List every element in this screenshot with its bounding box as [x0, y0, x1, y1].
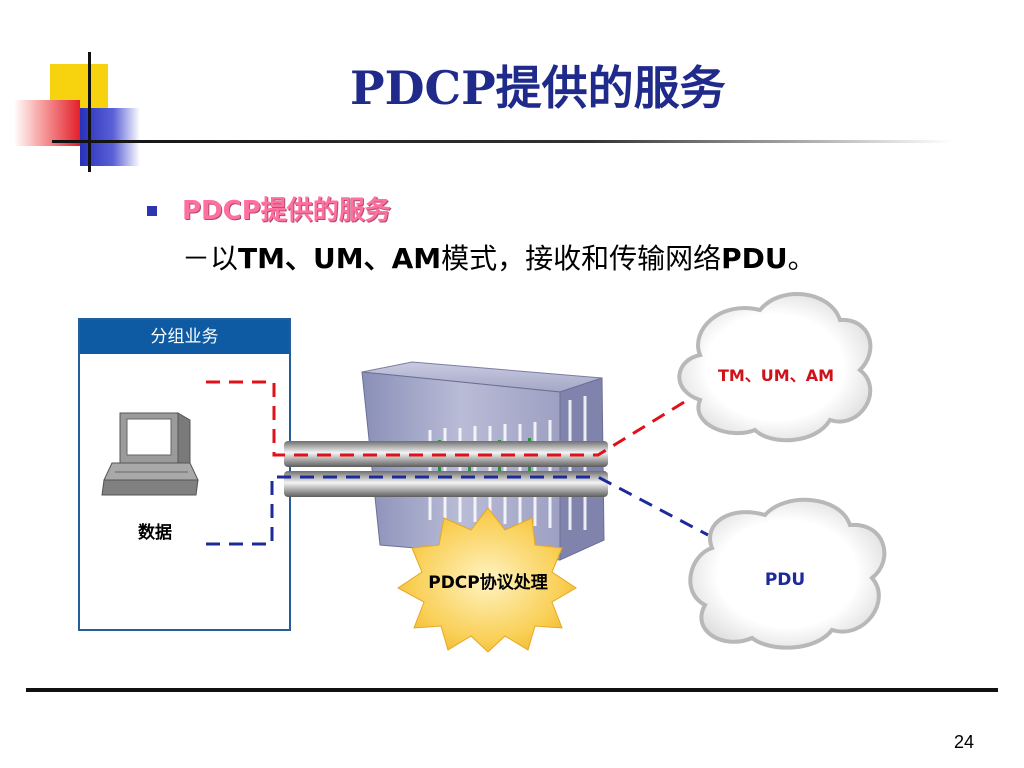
computer-icon — [101, 412, 199, 496]
title-underline — [52, 140, 952, 143]
subline-end: 。 — [787, 242, 816, 275]
decor-vertical-line — [88, 52, 91, 172]
bullet-square-icon — [147, 206, 157, 216]
subline-prefix: －以 — [182, 242, 239, 275]
subline-pdu: PDU — [721, 242, 788, 275]
pdcp-burst-shape — [397, 507, 577, 653]
subline-middle: 模式，接收和传输网络 — [441, 242, 722, 275]
decor-red-square — [14, 100, 80, 146]
footer-divider — [26, 688, 998, 692]
cloud-top-label: TM、UM、AM — [717, 366, 835, 385]
subline-modes: TM、UM、AM — [238, 242, 442, 275]
panel-header: 分组业务 — [80, 320, 289, 354]
cloud-bottom-label: PDU — [764, 570, 806, 590]
network-equipment-rack — [361, 361, 605, 561]
slide-title: PDCP提供的服务 — [350, 61, 726, 115]
red-dashed-path — [206, 380, 713, 457]
bullet-subline: －以TM、UM、AM模式，接收和传输网络PDU。 — [182, 237, 816, 277]
cloud-bottom-icon — [688, 497, 887, 650]
data-label: 数据 — [138, 523, 172, 543]
lower-pipe — [284, 471, 608, 497]
cloud-top-icon — [677, 292, 873, 443]
page-number: 24 — [953, 732, 974, 752]
bullet-heading: PDCP提供的服务 — [182, 196, 391, 226]
pdcp-processing-label: PDCP协议处理 — [428, 573, 548, 593]
